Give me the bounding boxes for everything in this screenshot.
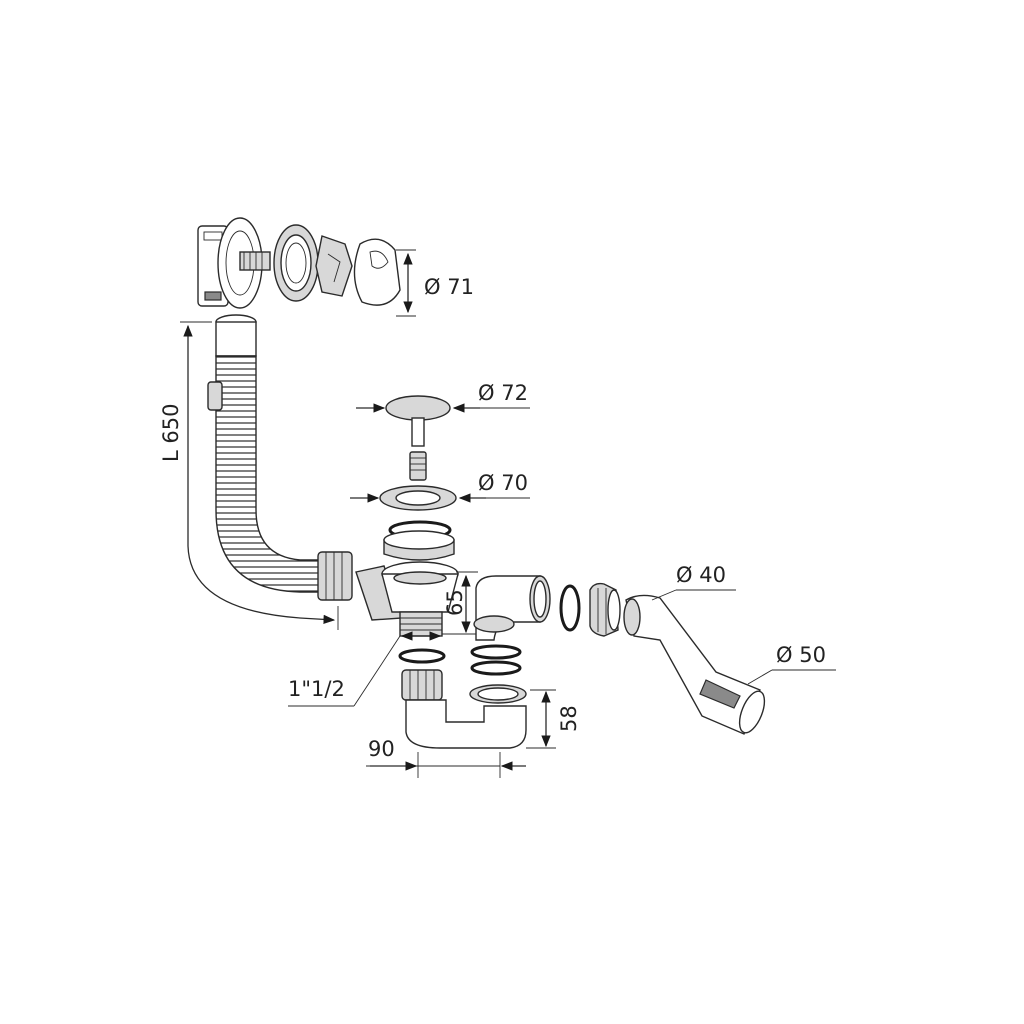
trap-body: [405, 699, 527, 749]
label-plug: Ø 72: [478, 381, 528, 405]
label-overflow-cap: Ø 71: [424, 275, 474, 299]
plug-assembly: [385, 395, 451, 481]
outlet-pipe-body: [625, 594, 761, 735]
label-trap-height: 58: [557, 705, 581, 732]
dimension-outlet-large: Ø 50: [747, 643, 836, 685]
dimension-plug: Ø 72: [356, 381, 530, 413]
drain-gaskets: [383, 520, 455, 561]
trap-washer-right-1: [470, 644, 522, 660]
plug-stem: [411, 417, 425, 447]
label-outlet-large: Ø 50: [776, 643, 826, 667]
corrugated-hose: [215, 355, 325, 593]
flexible-hose: [207, 314, 353, 601]
label-outlet-small: Ø 40: [676, 563, 726, 587]
trap-washer-left: [398, 648, 446, 664]
dimension-strainer: Ø 70: [350, 471, 530, 503]
outlet-elbow: [473, 575, 551, 641]
plug-cap: [385, 395, 451, 421]
label-strainer: Ø 70: [478, 471, 528, 495]
label-thread: 1"1/2: [288, 677, 345, 701]
outlet-washer: [559, 584, 581, 632]
overflow-fixing-plate: [315, 235, 353, 297]
dimension-thread: 1"1/2: [288, 635, 401, 707]
drain-body: [355, 561, 459, 641]
dimension-trap-width: 90: [366, 737, 526, 778]
dimension-overflow-cap: Ø 71: [396, 249, 474, 317]
overflow-screw: [239, 251, 271, 271]
dimension-hose-length: L 650: [159, 321, 339, 630]
hose-clip: [207, 381, 223, 411]
label-hose-length: L 650: [159, 404, 183, 462]
hose-connector-nut: [317, 551, 353, 601]
outlet-nut: [589, 582, 621, 637]
trap-nut-left: [401, 669, 443, 701]
strainer-assembly: [379, 485, 457, 511]
overflow-cap: [353, 238, 401, 306]
outlet-pipe-ring: [699, 679, 741, 709]
label-drain-height: 65: [443, 589, 467, 616]
label-trap-width: 90: [368, 737, 395, 761]
plug-spring: [409, 451, 427, 481]
dimension-trap-height: 58: [526, 689, 581, 749]
dimension-drain-height: 65: [442, 571, 478, 635]
trap-washer-right-2: [470, 660, 522, 676]
outlet-pipe: [623, 594, 766, 735]
overflow-assembly: [197, 217, 401, 309]
trap-assembly: [398, 644, 527, 749]
dimension-outlet-small: Ø 40: [651, 563, 736, 601]
